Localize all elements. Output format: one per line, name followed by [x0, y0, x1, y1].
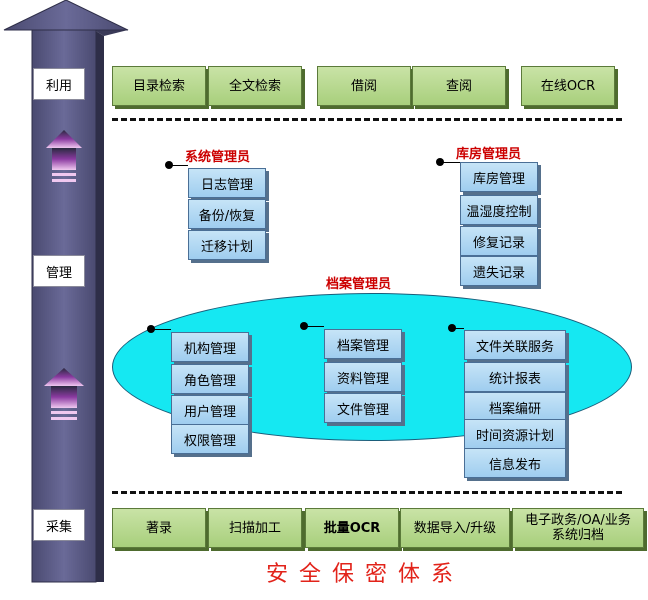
file-association-service-box: 文件关联服务	[464, 330, 566, 360]
mini-arrow-icon	[46, 130, 82, 182]
warehouse-management-box: 库房管理	[460, 162, 538, 192]
archive-compilation-box: 档案编研	[464, 392, 566, 422]
collect-egov-archive: 电子政务/OA/业务系统归档	[512, 508, 644, 548]
security-system-caption: 安全保密体系	[265, 562, 464, 587]
permission-management-box: 权限管理	[171, 424, 249, 454]
collect-cataloging: 著录	[112, 508, 206, 548]
material-management-box: 资料管理	[324, 362, 402, 392]
org-management-box: 机构管理	[171, 332, 249, 362]
file-management-box: 文件管理	[324, 393, 402, 423]
divider-top	[112, 118, 622, 121]
info-publish-box: 信息发布	[464, 448, 566, 478]
repair-record-box: 修复记录	[460, 226, 538, 256]
connector-line	[452, 328, 464, 329]
migration-plan-box: 迁移计划	[188, 230, 266, 260]
use-consult: 查阅	[412, 66, 506, 106]
statistics-report-box: 统计报表	[464, 362, 566, 392]
collect-scan-processing: 扫描加工	[208, 508, 302, 548]
backup-restore-box: 备份/恢复	[188, 199, 266, 229]
humidity-control-box: 温湿度控制	[460, 195, 538, 225]
connector-line	[304, 326, 324, 327]
use-online-ocr: 在线OCR	[521, 66, 615, 106]
user-management-box: 用户管理	[171, 395, 249, 425]
divider-bottom	[112, 491, 622, 494]
use-fulltext-search: 全文检索	[208, 66, 302, 106]
stage-label-collect: 采集	[33, 509, 85, 541]
archive-admin-title: 档案管理员	[326, 277, 392, 292]
collect-data-import: 数据导入/升级	[400, 508, 510, 548]
time-resource-plan-box: 时间资源计划	[464, 419, 566, 449]
system-admin-title: 系统管理员	[185, 150, 251, 165]
connector-line	[151, 329, 171, 330]
loss-record-box: 遗失记录	[460, 256, 538, 286]
stage-label-manage: 管理	[33, 255, 85, 287]
use-catalog-search: 目录检索	[112, 66, 206, 106]
role-management-box: 角色管理	[171, 364, 249, 394]
connector-line	[440, 162, 460, 163]
use-borrow: 借阅	[317, 66, 411, 106]
connector-line	[169, 165, 188, 166]
upward-flow-arrow	[3, 0, 129, 583]
log-management-box: 日志管理	[188, 168, 266, 198]
collect-batch-ocr: 批量OCR	[305, 508, 399, 548]
mini-arrow-icon	[44, 368, 84, 420]
stage-label-use: 利用	[33, 68, 85, 100]
warehouse-admin-title: 库房管理员	[456, 147, 522, 162]
archive-management-box: 档案管理	[324, 329, 402, 359]
